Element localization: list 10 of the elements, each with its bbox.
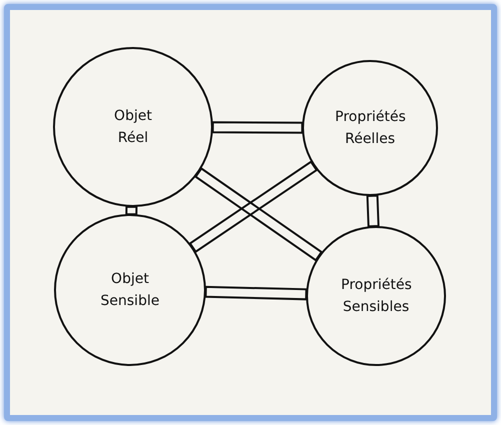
double-line-connector (212, 121, 304, 134)
node-label: Propriétés Réelles (335, 108, 405, 149)
node-label: Objet Réel (113, 106, 153, 148)
double-line-connector (125, 206, 138, 216)
node-label: Propriétés Sensibles (341, 276, 411, 317)
double-line-connector (204, 286, 308, 300)
node-label: Objet Sensible (100, 270, 160, 311)
double-line-connector (194, 167, 323, 262)
double-line-connector (188, 160, 318, 254)
double-line-connector (366, 194, 380, 228)
